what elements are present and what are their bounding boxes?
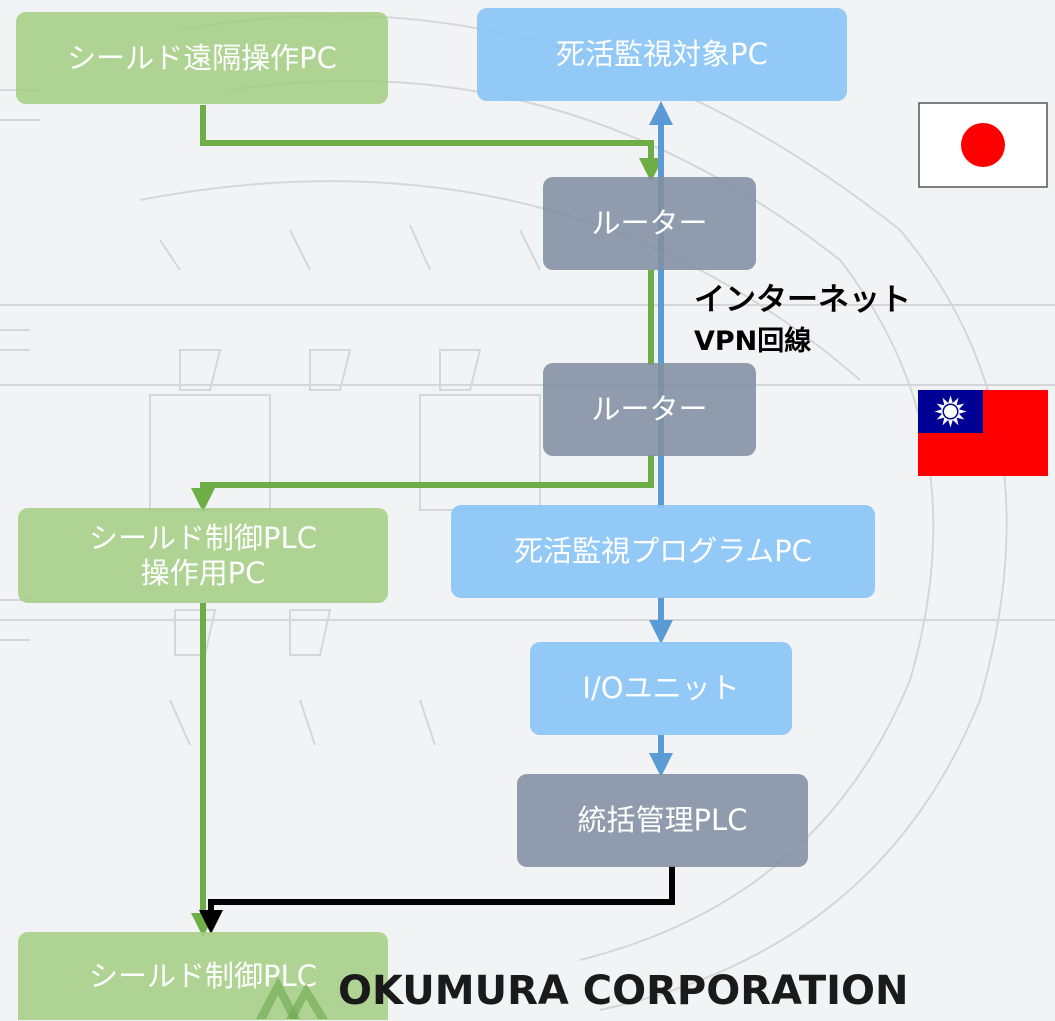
node-label-line2: 操作用PC <box>140 555 266 590</box>
node-label: ルーター <box>591 206 708 241</box>
company-name: OKUMURA CORPORATION <box>338 968 909 1014</box>
shield-plc-operation-pc-node: シールド制御PLC 操作用PC <box>18 508 388 603</box>
node-label: 死活監視対象PC <box>556 37 768 72</box>
taiwan-flag-icon <box>918 390 1048 476</box>
node-label: 統括管理PLC <box>577 803 748 838</box>
node-label-line1: シールド制御PLC <box>89 520 317 555</box>
node-label: 死活監視プログラムPC <box>514 534 812 569</box>
io-unit-node: I/Oユニット <box>530 642 792 735</box>
remote-operation-pc-node: シールド遠隔操作PC <box>16 12 388 104</box>
green-line-remote-to-router <box>200 105 663 182</box>
node-label: ルーター <box>591 392 708 427</box>
japan-flag-icon <box>918 102 1048 188</box>
green-line-router-to-plc-pc <box>191 455 654 512</box>
monitor-program-pc-node: 死活監視プログラムPC <box>451 505 875 598</box>
shield-control-plc-node: シールド制御PLC <box>18 932 388 1020</box>
node-label: シールド遠隔操作PC <box>67 40 337 75</box>
monitor-target-pc-node: 死活監視対象PC <box>477 8 847 101</box>
black-line-plc-to-plc <box>199 866 675 934</box>
router-top-node: ルーター <box>543 177 756 270</box>
vpn-label: VPN回線 <box>694 326 812 357</box>
integrated-management-plc-node: 統括管理PLC <box>517 774 808 867</box>
okumura-logo-icon <box>256 977 328 1019</box>
node-label: I/Oユニット <box>582 671 740 706</box>
internet-label: インターネット <box>694 282 911 318</box>
router-bottom-node: ルーター <box>543 363 756 456</box>
